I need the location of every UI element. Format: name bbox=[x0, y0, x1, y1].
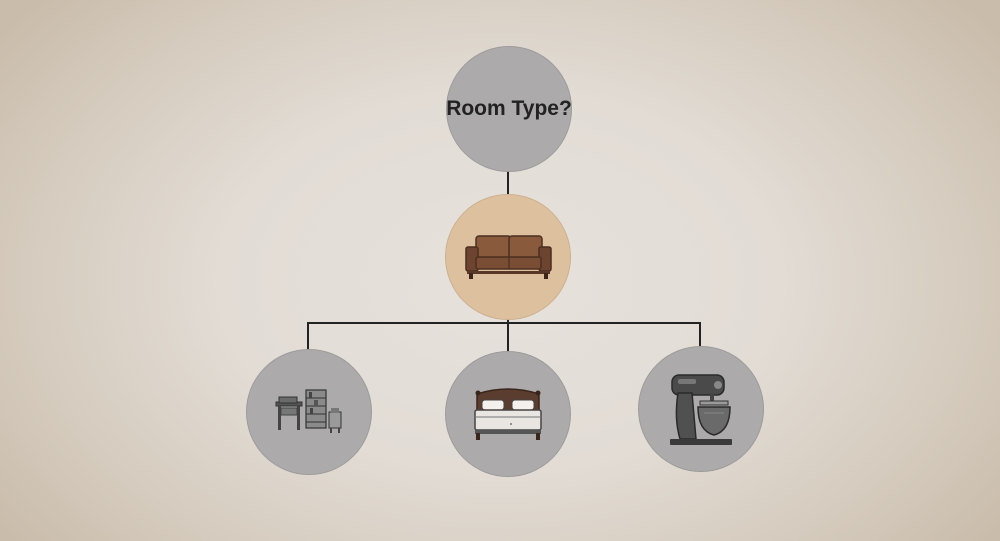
kitchen-node bbox=[638, 346, 764, 472]
root-node: Room Type? bbox=[446, 46, 572, 172]
stand-mixer-icon bbox=[670, 374, 732, 445]
bed-icon bbox=[474, 388, 542, 440]
living-room-node bbox=[445, 194, 571, 320]
root-label: Room Type? bbox=[446, 97, 572, 120]
bedroom-node bbox=[445, 351, 571, 477]
office-desk-icon bbox=[275, 389, 342, 433]
office-node bbox=[246, 349, 372, 475]
couch-icon bbox=[465, 235, 552, 279]
